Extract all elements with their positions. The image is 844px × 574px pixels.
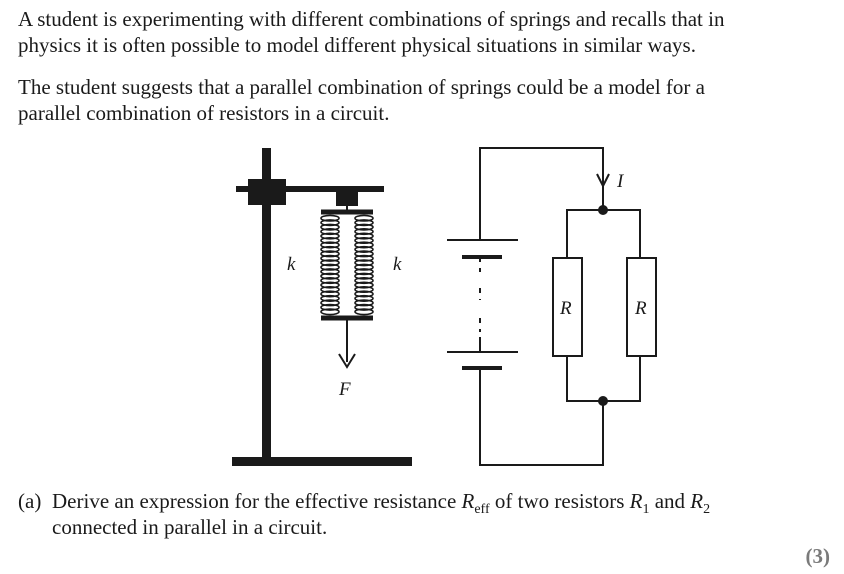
- intro-line-2: physics it is often possible to model di…: [18, 33, 696, 57]
- spring-coil-turn: [320, 236, 340, 245]
- spring-coil-turn: [354, 245, 374, 253]
- subscript-2: 2: [703, 502, 711, 517]
- resistor-label-left: R: [559, 298, 572, 319]
- spring-coil-turn: [354, 254, 374, 262]
- spring-coil-turn: [354, 290, 374, 298]
- spring-coil-turn: [320, 223, 340, 231]
- spring-coil-turn: [354, 303, 374, 311]
- spring-coil-turn: [354, 308, 374, 316]
- spring-coil-turn: [320, 259, 340, 267]
- subscript-eff: eff: [474, 502, 490, 517]
- question-text-part-3: and: [649, 489, 691, 513]
- spring-coil-turn: [354, 241, 374, 249]
- retort-stand: [232, 148, 412, 466]
- spring-coil-turn: [320, 294, 340, 302]
- spring-coil-turn: [320, 250, 340, 258]
- spring-coil-turn: [320, 214, 340, 222]
- spring-right: [354, 214, 374, 316]
- junction-top: [598, 205, 608, 215]
- spring-coil-turn: [320, 232, 340, 240]
- spring-coil-turn: [320, 308, 340, 316]
- resistor-right: [626, 257, 657, 357]
- spring-coil-turn: [320, 228, 340, 236]
- symbol-r-eff: R: [461, 489, 475, 513]
- question-number: (a): [18, 489, 42, 513]
- intro-paragraph-1: A student is experimenting with differen…: [18, 6, 828, 58]
- subscript-1: 1: [642, 502, 650, 517]
- spring-coil-turn: [354, 294, 374, 302]
- spring-coil-turn: [320, 303, 340, 311]
- spring-coil-turn: [320, 241, 340, 249]
- spring-coil-turn: [354, 285, 374, 294]
- symbol-r2: R: [690, 489, 704, 513]
- spring-coil-turn: [354, 250, 374, 258]
- battery: [447, 239, 518, 370]
- springs-resistors-diagram: k k F I R R: [232, 147, 657, 466]
- spring-coil-turn: [354, 268, 374, 276]
- spring-coil-turn: [354, 272, 374, 280]
- junction-bottom: [598, 396, 608, 406]
- circuit: [447, 147, 657, 466]
- spring-coil-turn: [320, 277, 340, 285]
- question-text-part-1: Derive an expression for the effective r…: [52, 489, 462, 513]
- spring-left: [320, 214, 340, 316]
- parallel-springs: [320, 206, 374, 369]
- spring-label-right: k: [393, 254, 402, 275]
- spring-label-left: k: [287, 254, 296, 275]
- spring-coil-turn: [320, 254, 340, 262]
- spring-coil-turn: [354, 232, 374, 240]
- spring-coil-turn: [320, 272, 340, 280]
- spring-coil-turn: [320, 219, 340, 227]
- spring-coil-turn: [320, 281, 340, 289]
- spring-coil-turn: [354, 277, 374, 285]
- spring-coil-turn: [354, 228, 374, 236]
- spring-coil-turn: [320, 268, 340, 276]
- current-label: I: [616, 171, 625, 192]
- spring-coil-turn: [354, 259, 374, 267]
- symbol-r1: R: [629, 489, 643, 513]
- intro-line-1: A student is experimenting with differen…: [18, 7, 725, 31]
- spring-coil-turn: [354, 219, 374, 227]
- spring-coil-turn: [320, 263, 340, 271]
- intro-line-4: parallel combination of resistors in a c…: [18, 101, 390, 125]
- spring-coil-turn: [354, 223, 374, 231]
- resistor-left: [552, 257, 583, 357]
- spring-coil-turn: [354, 263, 374, 271]
- spring-coil-turn: [354, 281, 374, 289]
- question-text-part-4: connected in parallel in a circuit.: [52, 515, 328, 539]
- spring-coil-turn: [354, 236, 374, 245]
- marks-indicator: (3): [805, 544, 831, 568]
- spring-coil-turn: [354, 214, 374, 222]
- intro-line-3: The student suggests that a parallel com…: [18, 75, 705, 99]
- spring-coil-turn: [320, 245, 340, 253]
- spring-coil-turn: [354, 299, 374, 307]
- intro-paragraph-2: The student suggests that a parallel com…: [18, 74, 828, 126]
- spring-coil-turn: [320, 290, 340, 298]
- spring-coil-turn: [320, 285, 340, 294]
- spring-coil-turn: [320, 299, 340, 307]
- question-text: Derive an expression for the effective r…: [52, 488, 772, 540]
- question-text-part-2: of two resistors: [489, 489, 630, 513]
- force-label: F: [338, 379, 351, 400]
- resistor-label-right: R: [634, 298, 647, 319]
